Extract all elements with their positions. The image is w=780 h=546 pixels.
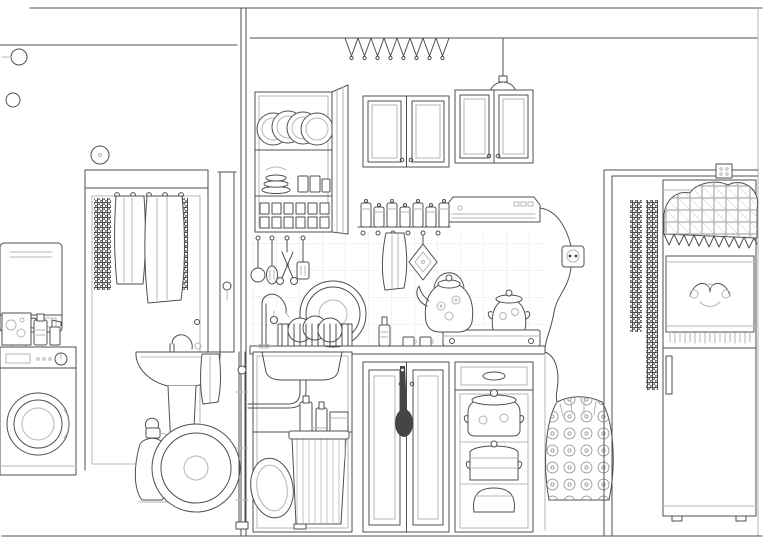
detergent-box [1, 312, 32, 346]
fridge-top-cloth [663, 181, 759, 249]
hanging-apron [544, 351, 614, 501]
power-outlet [561, 245, 585, 268]
cabinet-door-open [331, 84, 349, 235]
embroidered-fridge-curtain [665, 255, 755, 344]
hanging-towel-right [144, 195, 185, 304]
wall-switch-box [715, 163, 733, 179]
wall-faucet [257, 293, 290, 349]
wall-lamp [1, 48, 28, 66]
dish-rack-cabinet [254, 84, 349, 235]
power-cord [539, 207, 572, 349]
stacked-pot-bottom [473, 487, 515, 513]
flower-kettle [416, 272, 474, 333]
detergent-bottle [33, 313, 48, 346]
round-wall-clock [90, 145, 110, 165]
washing-machine [0, 346, 77, 476]
countertop [249, 345, 546, 531]
counter-bottle [378, 316, 391, 347]
sink-towel [200, 353, 221, 405]
laundry-room [0, 48, 241, 513]
wall-sconce [5, 92, 21, 108]
round-basin [151, 423, 241, 513]
base-cabinet-middle [362, 361, 450, 533]
cleaning-bottles [299, 395, 349, 433]
plates [256, 110, 334, 146]
floor-bowl [250, 457, 294, 519]
spatula [296, 235, 310, 280]
dish-drying-rack [277, 315, 353, 347]
ladle [250, 235, 266, 283]
cups [259, 202, 330, 229]
steamer-pot [465, 440, 523, 481]
dark-ladle [395, 366, 413, 437]
slotted-spoon [266, 235, 278, 285]
hanging-potholder [408, 234, 438, 281]
range-hood [446, 196, 541, 223]
water-pipe-chase [217, 171, 237, 353]
spice-jars [357, 199, 451, 228]
frame [0, 7, 763, 537]
kitchen [247, 37, 759, 536]
hanging-towel-left [114, 195, 146, 285]
small-pot [487, 289, 531, 331]
drain-pipe [235, 351, 249, 530]
wall-tile-strips [630, 200, 658, 390]
pipe-valve [237, 365, 247, 375]
cups-on-counter [402, 336, 434, 347]
upper-cabinet-right [454, 89, 534, 164]
bowls [261, 166, 331, 194]
hanging-kitchen-towel [382, 232, 408, 291]
drawer-handle [482, 371, 506, 381]
trash-bin [288, 427, 350, 530]
upper-cabinet-left [362, 95, 450, 168]
stacked-pot-top [463, 389, 525, 437]
fridge-handle [665, 355, 673, 395]
scalloped-valance [344, 37, 450, 61]
gas-stove [442, 329, 541, 347]
scissors [276, 235, 298, 285]
spray-bottle [49, 319, 62, 346]
